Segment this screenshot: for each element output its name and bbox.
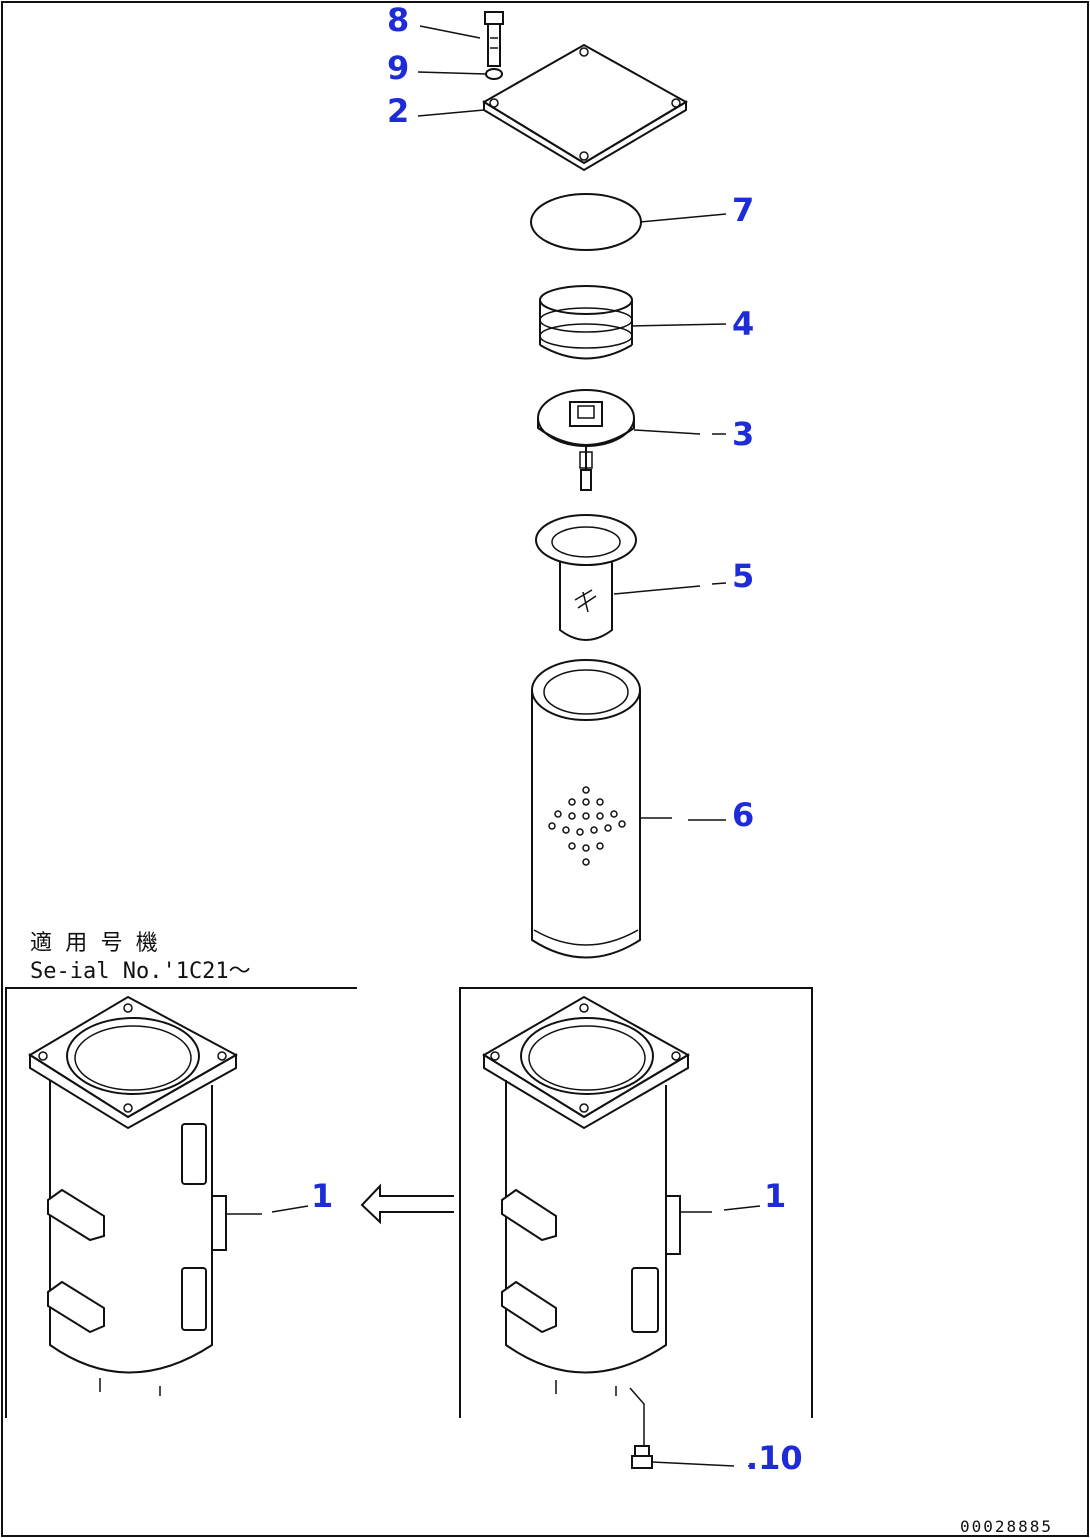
callout-10: .10 <box>746 1439 803 1477</box>
part-1-housing-right <box>482 995 691 1396</box>
callout-8: 8 <box>387 1 409 39</box>
left-variant-box <box>5 987 357 1418</box>
part-2-cover-plate <box>482 43 688 172</box>
right-variant-box <box>459 987 813 1418</box>
part-8-bolt <box>484 11 504 67</box>
callout-9: 9 <box>387 49 409 87</box>
callout-6: 6 <box>732 796 754 834</box>
part-1-housing-left <box>28 995 239 1396</box>
callout-1-left: 1 <box>311 1177 333 1215</box>
callout-4: 4 <box>732 305 754 343</box>
callout-3: 3 <box>732 415 754 453</box>
part-6-filter-element <box>531 659 641 959</box>
document-id: 00028885 <box>960 1517 1053 1536</box>
callout-5: 5 <box>732 557 754 595</box>
leader-lines <box>226 25 761 1467</box>
part-3-valve <box>537 389 635 491</box>
applicability-note-title: 適 用 号 機 <box>30 931 158 956</box>
callout-2: 2 <box>387 92 409 130</box>
applicability-note-serial: Se-ial No.'1C21〜 <box>30 959 251 984</box>
part-9-washer <box>485 68 503 80</box>
callout-1-right: 1 <box>764 1177 786 1215</box>
callout-7: 7 <box>732 191 754 229</box>
part-7-o-ring <box>530 193 642 251</box>
variant-arrow <box>360 1183 454 1225</box>
part-5-strainer <box>535 514 637 641</box>
part-4-spring <box>539 285 633 360</box>
part-10-drain-plug <box>629 1387 653 1469</box>
